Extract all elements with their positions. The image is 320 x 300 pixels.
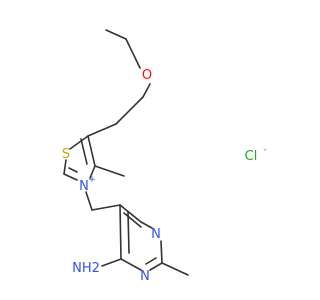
bond-c2p-n3p — [149, 262, 163, 271]
bond-ethyl-ch3-ch2 — [105, 29, 127, 40]
pyrimidine-nitrogen-top-label: N — [151, 227, 161, 242]
bond-c6p-n1p — [140, 221, 153, 229]
bond-ethyl-ch2-o — [125, 38, 141, 69]
bond-c5-c4-double — [80, 138, 88, 165]
bond-ch2-ring — [87, 123, 117, 137]
sulfur-atom-label: S — [62, 147, 70, 162]
bond-c5p-c6p — [119, 204, 142, 223]
bond-n1p-c2p — [160, 240, 163, 264]
chloride-charge: - — [263, 145, 266, 155]
bond-n3-c4 — [89, 165, 96, 179]
bond-s-c2 — [63, 159, 67, 175]
molecule-drawing: O S N + N N NH2 Cl - — [62, 29, 267, 284]
bond-c6p-n1p-double — [123, 212, 142, 228]
bond-c5-s — [69, 135, 89, 150]
chloride-atom-label: Cl — [245, 149, 258, 164]
bond-o-ch2 — [142, 83, 151, 98]
bond-c4p-c5p-double — [127, 211, 130, 254]
bond-c2-n3-double — [68, 167, 78, 173]
bond-c4-methyl — [94, 165, 125, 177]
bond-c4p-nh2 — [101, 258, 122, 267]
bond-n3p-c4p — [120, 258, 142, 271]
thiazolium-nitrogen-label: N — [79, 179, 89, 194]
bond-c2-n3 — [63, 173, 78, 181]
bond-c2p-n3p-double — [145, 257, 157, 265]
thiazolium-nitrogen-charge: + — [88, 175, 96, 185]
bond-bridge-pyrimidine — [91, 204, 121, 211]
amine-group-label: NH2 — [72, 261, 100, 276]
pyrimidine-nitrogen-bottom-label: N — [140, 269, 150, 284]
oxygen-atom-label: O — [142, 68, 152, 83]
bond-n3-bridge — [85, 191, 93, 211]
chemical-structure-diagram: O S N + N N NH2 Cl - — [61, 29, 267, 284]
bond-c5-c4 — [87, 135, 96, 167]
bond-c4p-c5p — [119, 204, 122, 260]
bond-c2p-methyl — [161, 262, 189, 276]
bond-ch2-ch2 — [115, 96, 144, 125]
